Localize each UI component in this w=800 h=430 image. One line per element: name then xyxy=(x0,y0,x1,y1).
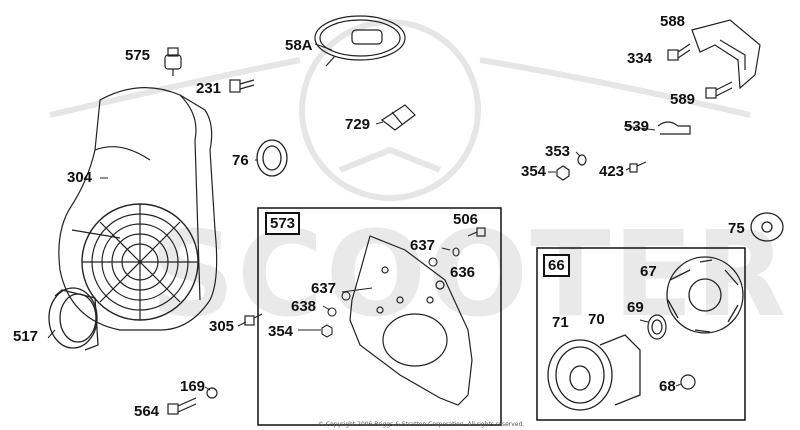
callout-71: 71 xyxy=(552,314,569,331)
group-66-frame xyxy=(536,247,746,421)
leader-lines xyxy=(47,43,682,391)
callout-539: 539 xyxy=(624,118,650,135)
washers-573-group xyxy=(321,247,460,338)
callout-67: 67 xyxy=(640,263,657,280)
callout-638: 638 xyxy=(291,298,317,315)
spring-washer-part xyxy=(647,314,667,340)
screw-334-part xyxy=(667,43,691,61)
bolt-231-part xyxy=(229,79,255,93)
washer-353-part xyxy=(577,154,587,166)
bracket-part xyxy=(691,19,761,90)
callout-588: 588 xyxy=(660,13,686,30)
group-label-573: 573 xyxy=(265,212,301,235)
callout-589: 589 xyxy=(670,91,696,108)
washer-169-part xyxy=(206,387,218,399)
callout-68: 68 xyxy=(659,378,676,395)
callout-58A: 58A xyxy=(285,37,313,54)
callout-637-lower: 637 xyxy=(311,280,337,297)
blower-housing-part xyxy=(58,87,218,331)
ratchet-part xyxy=(666,256,744,334)
callout-729: 729 xyxy=(345,116,371,133)
callout-517: 517 xyxy=(13,328,39,345)
group-573-frame xyxy=(257,207,502,426)
callout-334: 334 xyxy=(627,50,653,67)
backplate-part xyxy=(349,235,473,406)
callout-564: 564 xyxy=(134,403,160,420)
screw-589-part xyxy=(705,81,733,99)
group-label-66: 66 xyxy=(543,254,570,277)
rotating-screen-part xyxy=(48,287,99,351)
callout-575: 575 xyxy=(125,47,151,64)
callout-353: 353 xyxy=(545,143,571,160)
callout-506: 506 xyxy=(453,211,479,228)
callout-76: 76 xyxy=(232,152,249,169)
screw-423-part xyxy=(629,161,647,173)
screw-305-part xyxy=(244,313,263,326)
clip-729-part xyxy=(380,104,416,131)
callout-69: 69 xyxy=(627,299,644,316)
cable-clip-part xyxy=(657,121,691,135)
bolt-564-part xyxy=(167,397,197,415)
callout-305: 305 xyxy=(209,318,235,335)
callout-354-lower: 354 xyxy=(268,323,294,340)
callout-637-upper: 637 xyxy=(410,237,436,254)
callout-636: 636 xyxy=(450,264,476,281)
pulley-part xyxy=(547,334,641,411)
callout-231: 231 xyxy=(196,80,222,97)
screw-506-part xyxy=(467,227,486,237)
callout-304: 304 xyxy=(67,169,93,186)
callout-169: 169 xyxy=(180,378,206,395)
callout-423: 423 xyxy=(599,163,625,180)
copyright-notice: © Copyright 2006 Briggs & Stratton Corpo… xyxy=(318,421,525,428)
callout-75: 75 xyxy=(728,220,745,237)
callout-70: 70 xyxy=(588,311,605,328)
wire-harness-part xyxy=(314,15,406,67)
washer-75-part xyxy=(750,212,784,242)
watermark-brand: SCOOTER xyxy=(150,205,789,343)
switch-part xyxy=(164,47,182,76)
ball-part xyxy=(680,374,696,390)
nut-354-part xyxy=(556,165,570,181)
callout-354-top: 354 xyxy=(521,163,547,180)
seal-part xyxy=(256,139,288,177)
